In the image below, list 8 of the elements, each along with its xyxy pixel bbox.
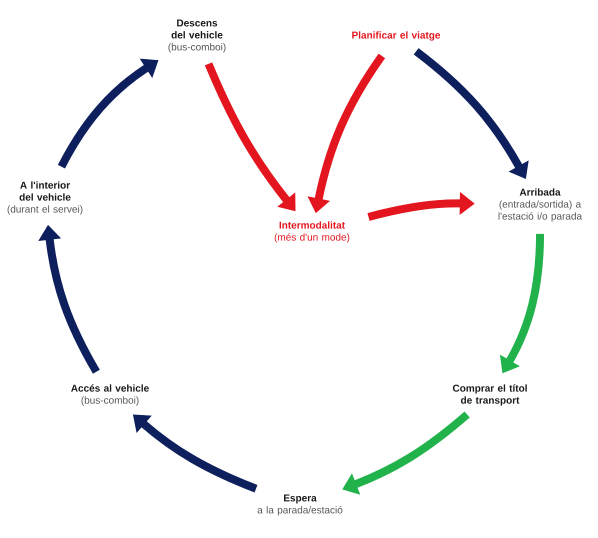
step-label: Intermodalitat (més d'un mode) [274,221,350,243]
step-label: Comprar el títol de transport [452,384,527,406]
step-label: Espera a la parada/estació [258,494,342,516]
step-label: A l'interior del vehicle (durant el servei) [8,181,82,215]
step-label: Planificar el viatge [352,31,440,41]
step-label: Accés al vehicle (bus-comboi) [71,384,149,406]
step-label: Arribada (entrada/sortida) a l'estació i/o parada [498,188,582,222]
step-label: Descens del vehicle (bus-comboi) [168,20,226,52]
